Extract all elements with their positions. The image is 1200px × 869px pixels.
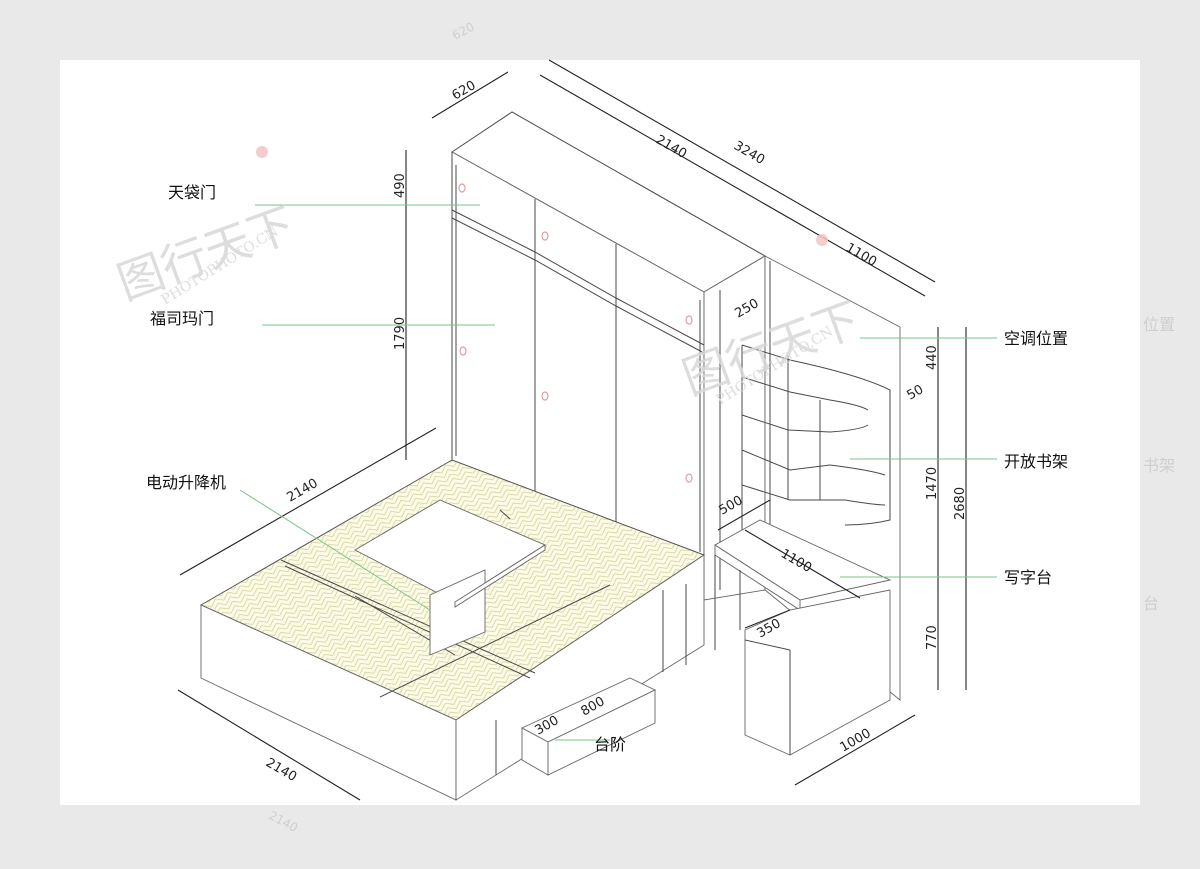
dim-770: 770	[925, 625, 940, 650]
label-tiandai-door: 天袋门	[168, 183, 216, 202]
door-knob	[458, 183, 466, 193]
ghost-dim-2140: 2140	[267, 808, 301, 835]
dim-490: 490	[393, 173, 408, 198]
label-electric-lift: 电动升降机	[146, 473, 226, 492]
door-knob	[541, 391, 549, 401]
door-knob	[541, 231, 549, 241]
dim-440: 440	[925, 345, 940, 370]
dim-2680: 2680	[953, 487, 968, 520]
ghost-dim-620: 620	[450, 20, 477, 43]
door-knob	[685, 315, 693, 325]
label-formica-door: 福司玛门	[150, 309, 214, 328]
dimension-lines	[177, 59, 967, 801]
tatami-platform	[199, 459, 706, 801]
dim-1790: 1790	[393, 317, 408, 350]
label-writing-desk: 写字台	[1004, 568, 1052, 587]
label-step: 台阶	[594, 735, 626, 754]
door-knob	[685, 473, 693, 483]
step	[520, 677, 657, 776]
ghost-label-desk: 台	[1143, 594, 1159, 613]
ghost-label-bookshelf: 书架	[1143, 456, 1175, 475]
dim-1470: 1470	[925, 467, 940, 500]
label-open-bookshelf: 开放书架	[1004, 452, 1068, 471]
bookshelf-desk-unit	[714, 255, 901, 756]
label-ac-position: 空调位置	[1004, 329, 1068, 348]
wardrobe	[451, 111, 766, 601]
callout-leaders	[239, 204, 997, 741]
callout-labels: 天袋门 福司玛门 电动升降机 空调位置 开放书架 写字台 台阶	[146, 183, 1068, 754]
seal-icon	[816, 234, 828, 246]
dim-50: 50	[905, 382, 927, 403]
ghost-label-position: 位置	[1143, 315, 1175, 334]
seal-icon	[256, 146, 268, 158]
door-knob	[459, 346, 467, 356]
